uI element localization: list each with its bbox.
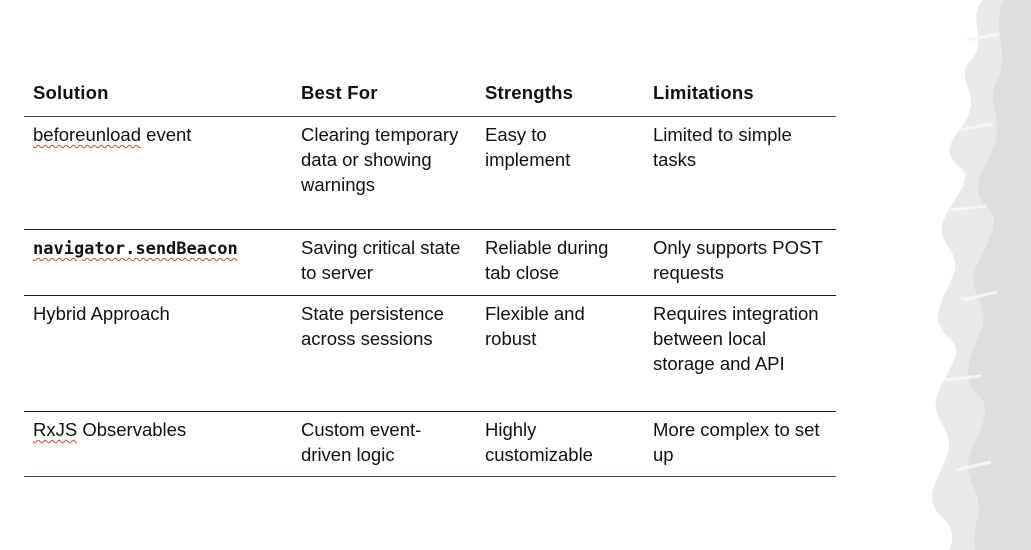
- cell-strengths: Flexible and robust: [476, 295, 644, 412]
- cell-limitations: Limited to simple tasks: [644, 116, 836, 230]
- solution-suffix: event: [141, 124, 192, 145]
- cell-best-for: Clearing temporary data or showing warni…: [292, 116, 476, 230]
- cell-best-for: Saving critical state to server: [292, 229, 476, 296]
- solution-name: beforeunload: [33, 124, 142, 145]
- solution-name: Observables: [77, 419, 187, 440]
- cell-solution: Hybrid Approach: [24, 295, 292, 412]
- cell-solution: beforeunload event: [24, 116, 292, 230]
- cell-solution: navigator.sendBeacon: [24, 229, 292, 296]
- table-row: RxJS Observables Custom event-driven log…: [24, 411, 836, 477]
- cell-strengths: Easy to implement: [476, 116, 644, 230]
- cell-solution: RxJS Observables: [24, 411, 292, 477]
- header-solution: Solution: [24, 76, 292, 117]
- header-limitations: Limitations: [644, 76, 836, 117]
- cell-strengths: Highly customizable: [476, 411, 644, 477]
- cell-best-for: Custom event-driven logic: [292, 411, 476, 477]
- brush-stroke-decoration: [932, 0, 1031, 550]
- solution-name: navigator.sendBeacon: [33, 239, 238, 259]
- table-row: beforeunload event Clearing temporary da…: [24, 116, 836, 230]
- table-header-row: Solution Best For Strengths Limitations: [24, 76, 836, 117]
- table-row: navigator.sendBeacon Saving critical sta…: [24, 229, 836, 296]
- cell-limitations: More complex to set up: [644, 411, 836, 477]
- header-strengths: Strengths: [476, 76, 644, 117]
- cell-strengths: Reliable during tab close: [476, 229, 644, 296]
- cell-limitations: Only supports POST requests: [644, 229, 836, 296]
- cell-limitations: Requires integration between local stora…: [644, 295, 836, 412]
- solution-prefix: RxJS: [33, 419, 78, 440]
- cell-best-for: State persistence across sessions: [292, 295, 476, 412]
- table-row: Hybrid Approach State persistence across…: [24, 295, 836, 412]
- header-best-for: Best For: [292, 76, 476, 117]
- comparison-table: Solution Best For Strengths Limitations …: [24, 76, 836, 477]
